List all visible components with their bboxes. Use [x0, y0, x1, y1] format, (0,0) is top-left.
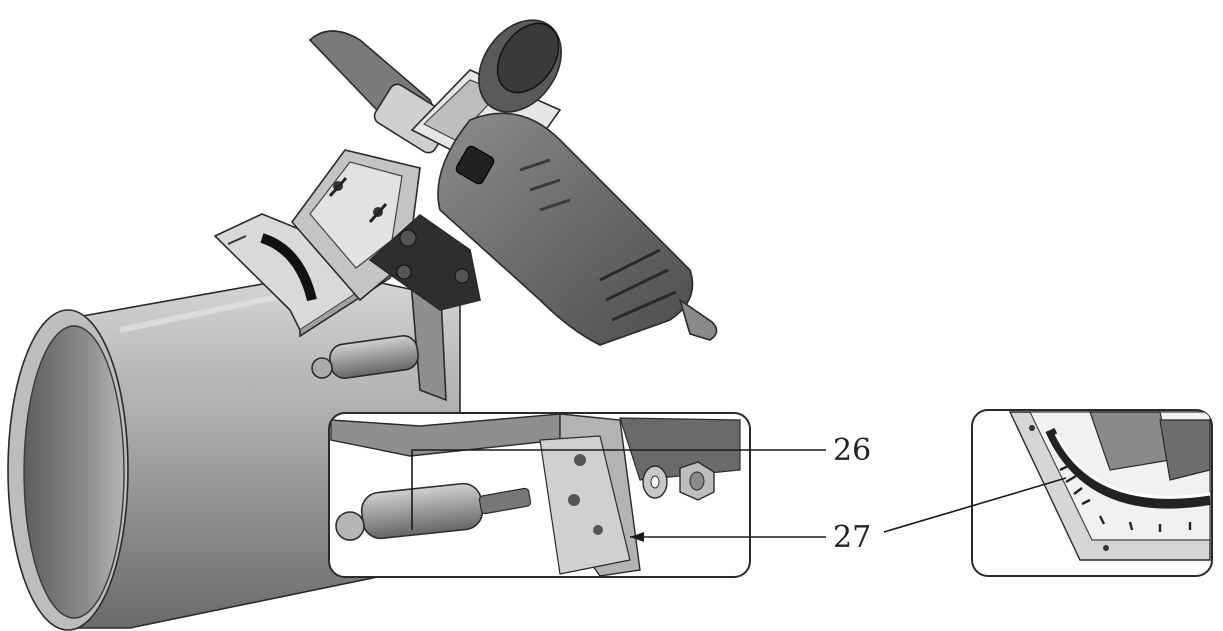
callout-26: 26 [411, 433, 871, 530]
angle-grinder-illustration [308, 19, 718, 346]
pipe-roller-illustration [311, 335, 419, 379]
callout-27: 27 [630, 477, 1067, 555]
roller-bolt-illustration [335, 482, 532, 541]
angle-bracket-illustration [290, 149, 481, 311]
callout-label-26: 26 [833, 433, 871, 468]
hex-nut-illustration [679, 461, 715, 501]
detail-inset-roller [328, 412, 751, 578]
detail-inset-scale [971, 409, 1213, 577]
callout-label-27: 27 [833, 520, 871, 555]
washer-illustration [642, 465, 668, 499]
angle-scale-illustration [1008, 411, 1211, 561]
